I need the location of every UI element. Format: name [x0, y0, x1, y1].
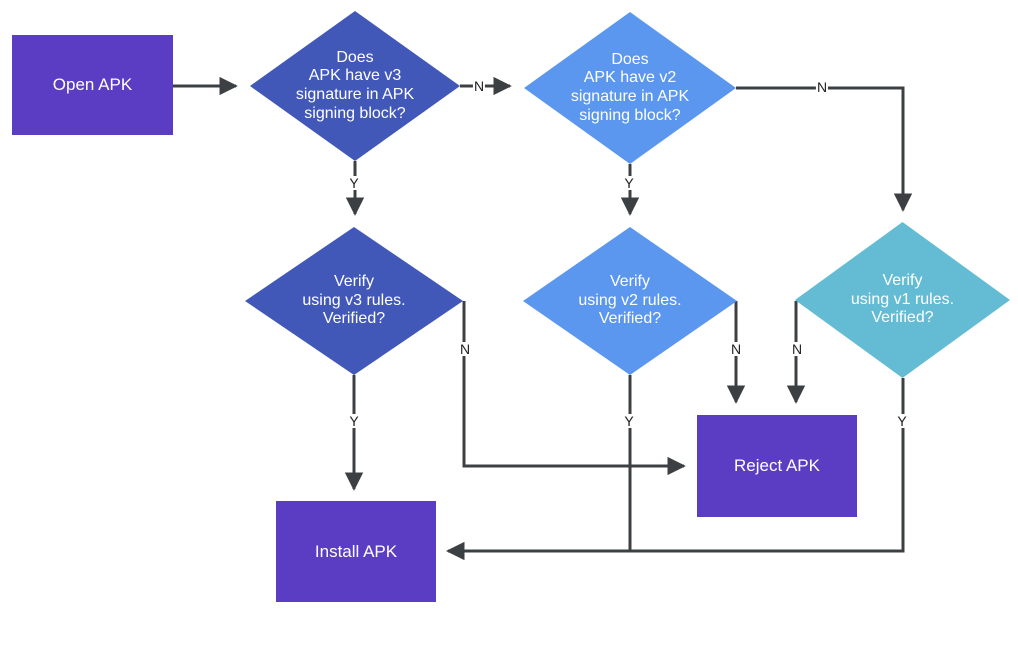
node-label-install: Install APK [314, 541, 398, 561]
node-label-has_v3: Does APK have v3 signature in APK signin… [295, 48, 415, 122]
edge-paths [173, 76, 913, 561]
edge-label-e_v3_y_verify: Y [348, 175, 360, 191]
node-verify_v2[interactable]: Verify using v2 rules. Verified? [523, 227, 737, 375]
node-shape-rect [12, 35, 173, 135]
edge-e_verify_v1_y [446, 378, 905, 561]
node-open[interactable]: Open APK [12, 35, 173, 135]
node-has_v2[interactable]: Does APK have v2 signature in APK signin… [524, 12, 736, 164]
node-shape-diamond [524, 12, 736, 164]
edge-label-e_verify_v2_n: N [729, 341, 743, 357]
edge-label-e_verify_v3_y: Y [348, 413, 360, 429]
edge-label-e_v2_n_v1: N [815, 79, 829, 95]
node-label-verify_v2: Verify using v2 rules. Verified? [578, 273, 682, 328]
node-install[interactable]: Install APK [276, 501, 436, 602]
node-shape-rect [276, 501, 436, 602]
edge-label-e_verify_v3_n: N [458, 341, 472, 357]
node-shape-diamond [245, 227, 463, 375]
node-label-open: Open APK [52, 75, 133, 95]
node-label-verify_v3: Verify using v3 rules. Verified? [302, 273, 406, 328]
node-shape-diamond [795, 222, 1010, 378]
node-shape-diamond [523, 227, 737, 375]
edge-label-e_v2_y_verify: Y [623, 175, 635, 191]
node-label-reject: Reject APK [734, 456, 820, 476]
node-label-verify_v1: Verify using v1 rules. Verified? [850, 272, 955, 327]
edge-label-e_verify_v1_y: Y [896, 413, 908, 429]
edge-e_v2_n_v1 [736, 86, 913, 212]
edge-e_verify_v3_n [462, 301, 686, 476]
edge-e_verify_v2_y [446, 375, 632, 561]
node-has_v3[interactable]: Does APK have v3 signature in APK signin… [250, 11, 460, 161]
edge-label-e_verify_v1_n: N [790, 341, 804, 357]
node-shape-rect [697, 415, 857, 517]
node-label-has_v2: Does APK have v2 signature in APK signin… [570, 50, 690, 124]
edge-label-e_v3_n_v2: N [472, 78, 486, 94]
node-shape-diamond [250, 11, 460, 161]
node-verify_v3[interactable]: Verify using v3 rules. Verified? [245, 227, 463, 375]
node-verify_v1[interactable]: Verify using v1 rules. Verified? [795, 222, 1010, 378]
edge-label-e_verify_v2_y: Y [623, 413, 635, 429]
node-reject[interactable]: Reject APK [697, 415, 857, 517]
